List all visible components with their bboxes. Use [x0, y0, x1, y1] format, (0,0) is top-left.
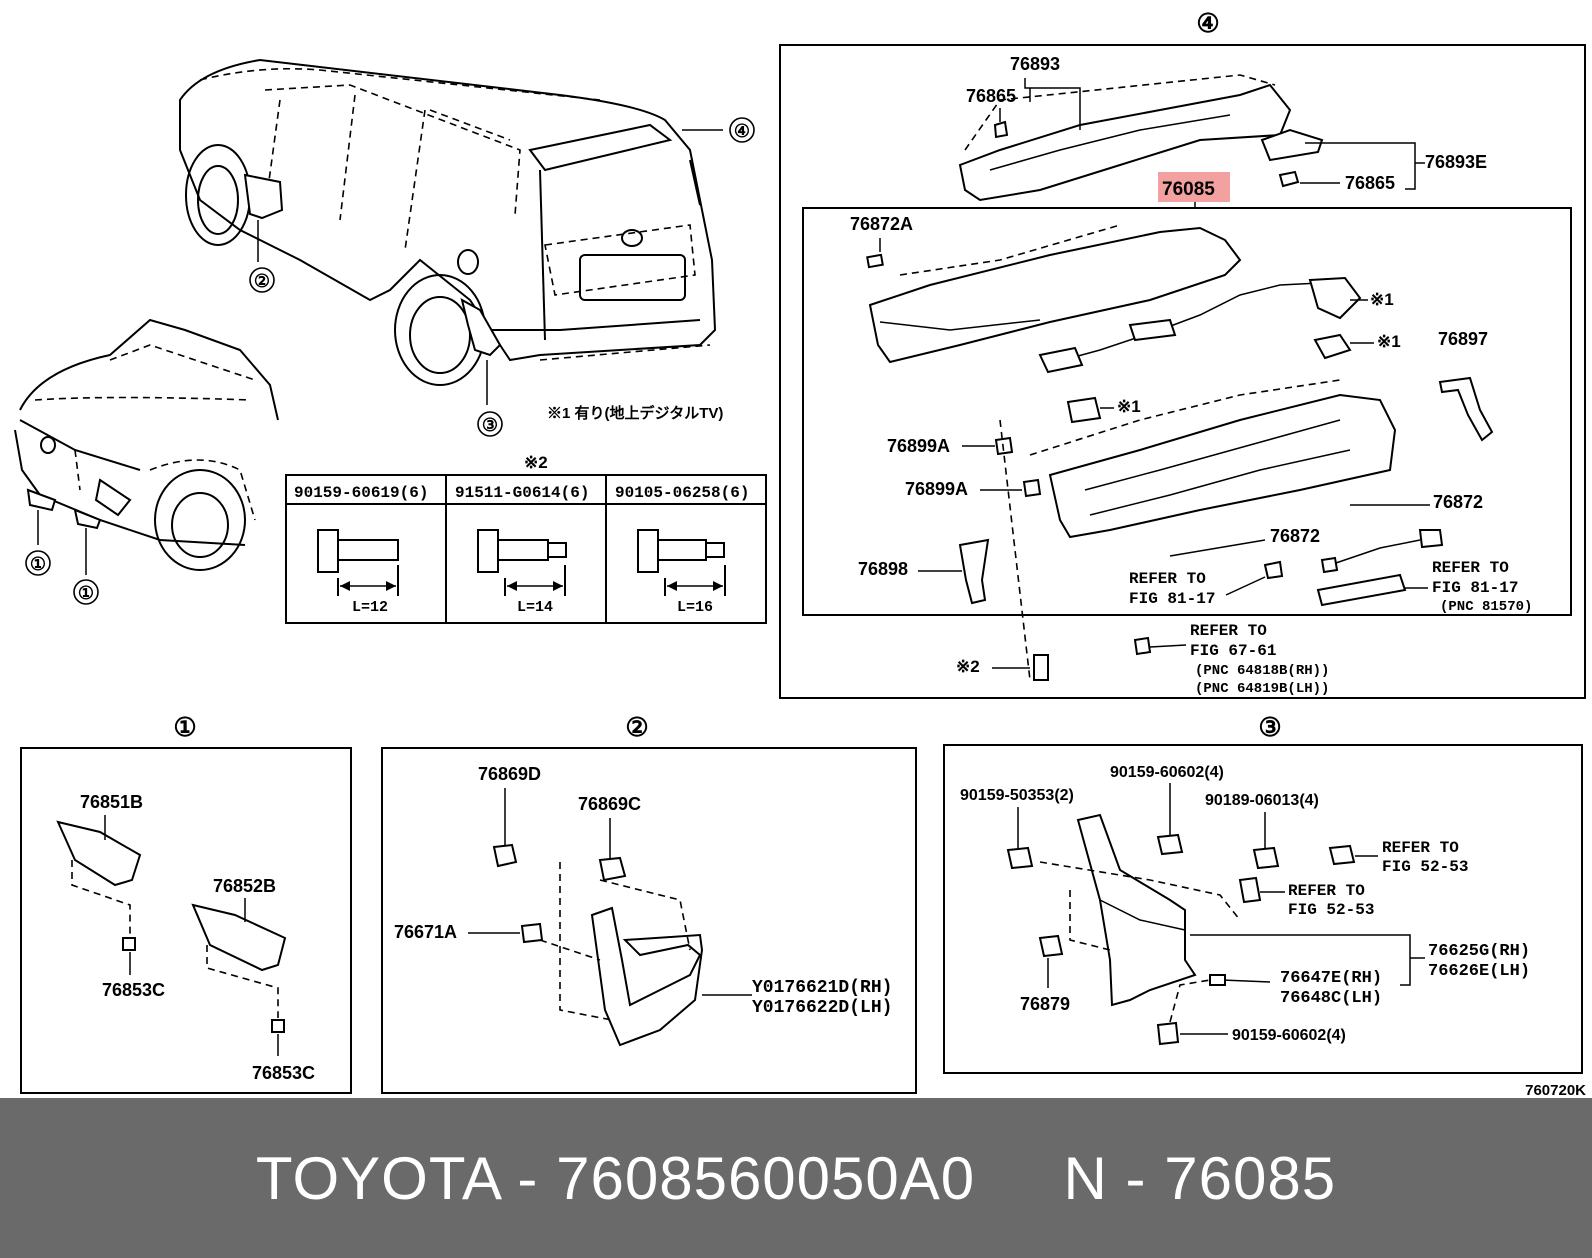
label-76853C-left: 76853C	[102, 980, 165, 1000]
callout-3: ③	[482, 415, 498, 435]
bolt-illustration-3	[637, 529, 726, 596]
label-76869C: 76869C	[578, 794, 641, 814]
bolt-length-2: L=14	[517, 599, 553, 616]
label-76853C-right: 76853C	[252, 1063, 315, 1083]
mark-2: ※2	[956, 657, 980, 676]
label-90159-50353: 90159-50353(2)	[960, 787, 1074, 804]
label-Y0176622D: Y0176622D(LH)	[752, 998, 892, 1018]
refer-81-17-left-l2: FIG 81-17	[1129, 590, 1215, 608]
label-90159-60602-bottom: 90159-60602(4)	[1232, 1027, 1346, 1044]
bolt-illustration-2	[477, 529, 567, 596]
refer-67-61-l2: FIG 67-61	[1190, 642, 1276, 660]
rear-spoiler-body	[868, 224, 1242, 364]
panel-2-callout: ②	[625, 712, 648, 742]
bolt-part-3: 90105-06258(6)	[615, 484, 749, 502]
label-76872-right: 76872	[1433, 492, 1483, 512]
callout-4: ④	[734, 121, 750, 141]
refer-81-17-right-l1: REFER TO	[1432, 559, 1509, 577]
spoiler-inner-frame	[1029, 379, 1397, 539]
label-76648C: 76648C(LH)	[1280, 989, 1382, 1008]
front-mudflap	[539, 862, 704, 1047]
label-76647E: 76647E(RH)	[1280, 969, 1382, 988]
label-76085: 76085	[1162, 179, 1215, 200]
footer-separator-1: -	[499, 1144, 557, 1212]
label-76872-mid: 76872	[1270, 526, 1320, 546]
panel-1-callout: ①	[173, 712, 196, 742]
label-76626E: 76626E(LH)	[1428, 962, 1530, 981]
label-76869D: 76869D	[478, 764, 541, 784]
label-Y0176621D: Y0176621D(RH)	[752, 978, 892, 998]
panel-4-inner-frame	[802, 207, 1572, 616]
mark-1-middle: ※1	[1377, 332, 1401, 351]
label-76893E: 76893E	[1425, 152, 1487, 172]
refer-81-17-right-l2: FIG 81-17	[1432, 579, 1518, 597]
bolt-length-3: L=16	[677, 599, 713, 616]
label-76851B: 76851B	[80, 792, 143, 812]
refer-52-53-mid-l2: FIG 52-53	[1288, 901, 1374, 919]
parts-diagram: ② ③ ④ ① ① ※1 有り(地上デジタルTV) ※2 90159-60619…	[14, 8, 1586, 1098]
label-90159-60602-top: 90159-60602(4)	[1110, 764, 1224, 781]
panel-1-frame	[20, 747, 352, 1094]
refer-81-17-left-l1: REFER TO	[1129, 570, 1206, 588]
mark-1-lower: ※1	[1117, 397, 1141, 416]
label-76852B: 76852B	[213, 876, 276, 896]
footer-section: N	[1063, 1144, 1108, 1212]
spoiler-rail-76893	[958, 74, 1324, 202]
bolt-table-note: ※2	[524, 453, 548, 472]
footer-part-number: TOYOTA - 7608560050A0 N - 76085	[256, 1144, 1336, 1213]
vehicle-rear-illustration	[179, 58, 717, 386]
label-76625G: 76625G(RH)	[1428, 942, 1530, 961]
highlight-76085	[1158, 172, 1230, 202]
wiring-harness	[1038, 276, 1362, 424]
refer-67-61-l4: (PNC 64819B(LH))	[1195, 681, 1329, 697]
callout-2: ②	[254, 271, 270, 291]
footer-separator-2: -	[1107, 1144, 1165, 1212]
callout-1a: ①	[30, 554, 46, 574]
figure-code: 760720K	[1525, 1082, 1586, 1098]
mark-1-upper: ※1	[1370, 290, 1394, 309]
refer-81-17-right-l3: (PNC 81570)	[1440, 599, 1532, 615]
refer-52-53-top-l2: FIG 52-53	[1382, 858, 1468, 876]
refer-67-61-l1: REFER TO	[1190, 622, 1267, 640]
bolt-part-1: 90159-60619(6)	[294, 484, 428, 502]
callout-1b: ①	[78, 583, 94, 603]
label-76865-upper: 76865	[966, 86, 1016, 106]
bolt-part-2: 91511-G0614(6)	[455, 484, 589, 502]
bolt-length-1: L=12	[352, 599, 388, 616]
label-76872A: 76872A	[850, 214, 913, 234]
label-76671A: 76671A	[394, 922, 457, 942]
bolt-illustration-1	[317, 529, 399, 596]
panel-4-callout: ④	[1196, 8, 1219, 38]
vehicle-front-illustration	[14, 318, 279, 571]
footer-pnc: 76085	[1164, 1144, 1337, 1212]
refer-52-53-top-l1: REFER TO	[1382, 839, 1459, 857]
label-76898: 76898	[858, 559, 908, 579]
label-76897: 76897	[1438, 329, 1488, 349]
footer-brand: TOYOTA	[255, 1144, 500, 1212]
panel-3-callout: ③	[1258, 712, 1281, 742]
footer-gap	[975, 1145, 1063, 1212]
panel-3-frame	[943, 744, 1583, 1074]
label-90189-06013: 90189-06013(4)	[1205, 792, 1319, 809]
label-76893: 76893	[1010, 54, 1060, 74]
panel-4-frame	[779, 44, 1586, 699]
note-1-digital-tv: ※1 有り(地上デジタルTV)	[547, 404, 723, 422]
label-76879: 76879	[1020, 994, 1070, 1014]
footer-part-no: 7608560050A0	[556, 1144, 976, 1212]
label-76899A-lower: 76899A	[905, 479, 968, 499]
refer-52-53-mid-l1: REFER TO	[1288, 882, 1365, 900]
label-76865-lower: 76865	[1345, 173, 1395, 193]
refer-67-61-l3: (PNC 64818B(RH))	[1195, 663, 1329, 679]
footer-bar: TOYOTA - 7608560050A0 N - 76085	[0, 1098, 1592, 1258]
label-76899A-upper: 76899A	[887, 436, 950, 456]
panel-2-frame	[381, 747, 917, 1094]
rear-mudflap	[1039, 813, 1241, 1007]
